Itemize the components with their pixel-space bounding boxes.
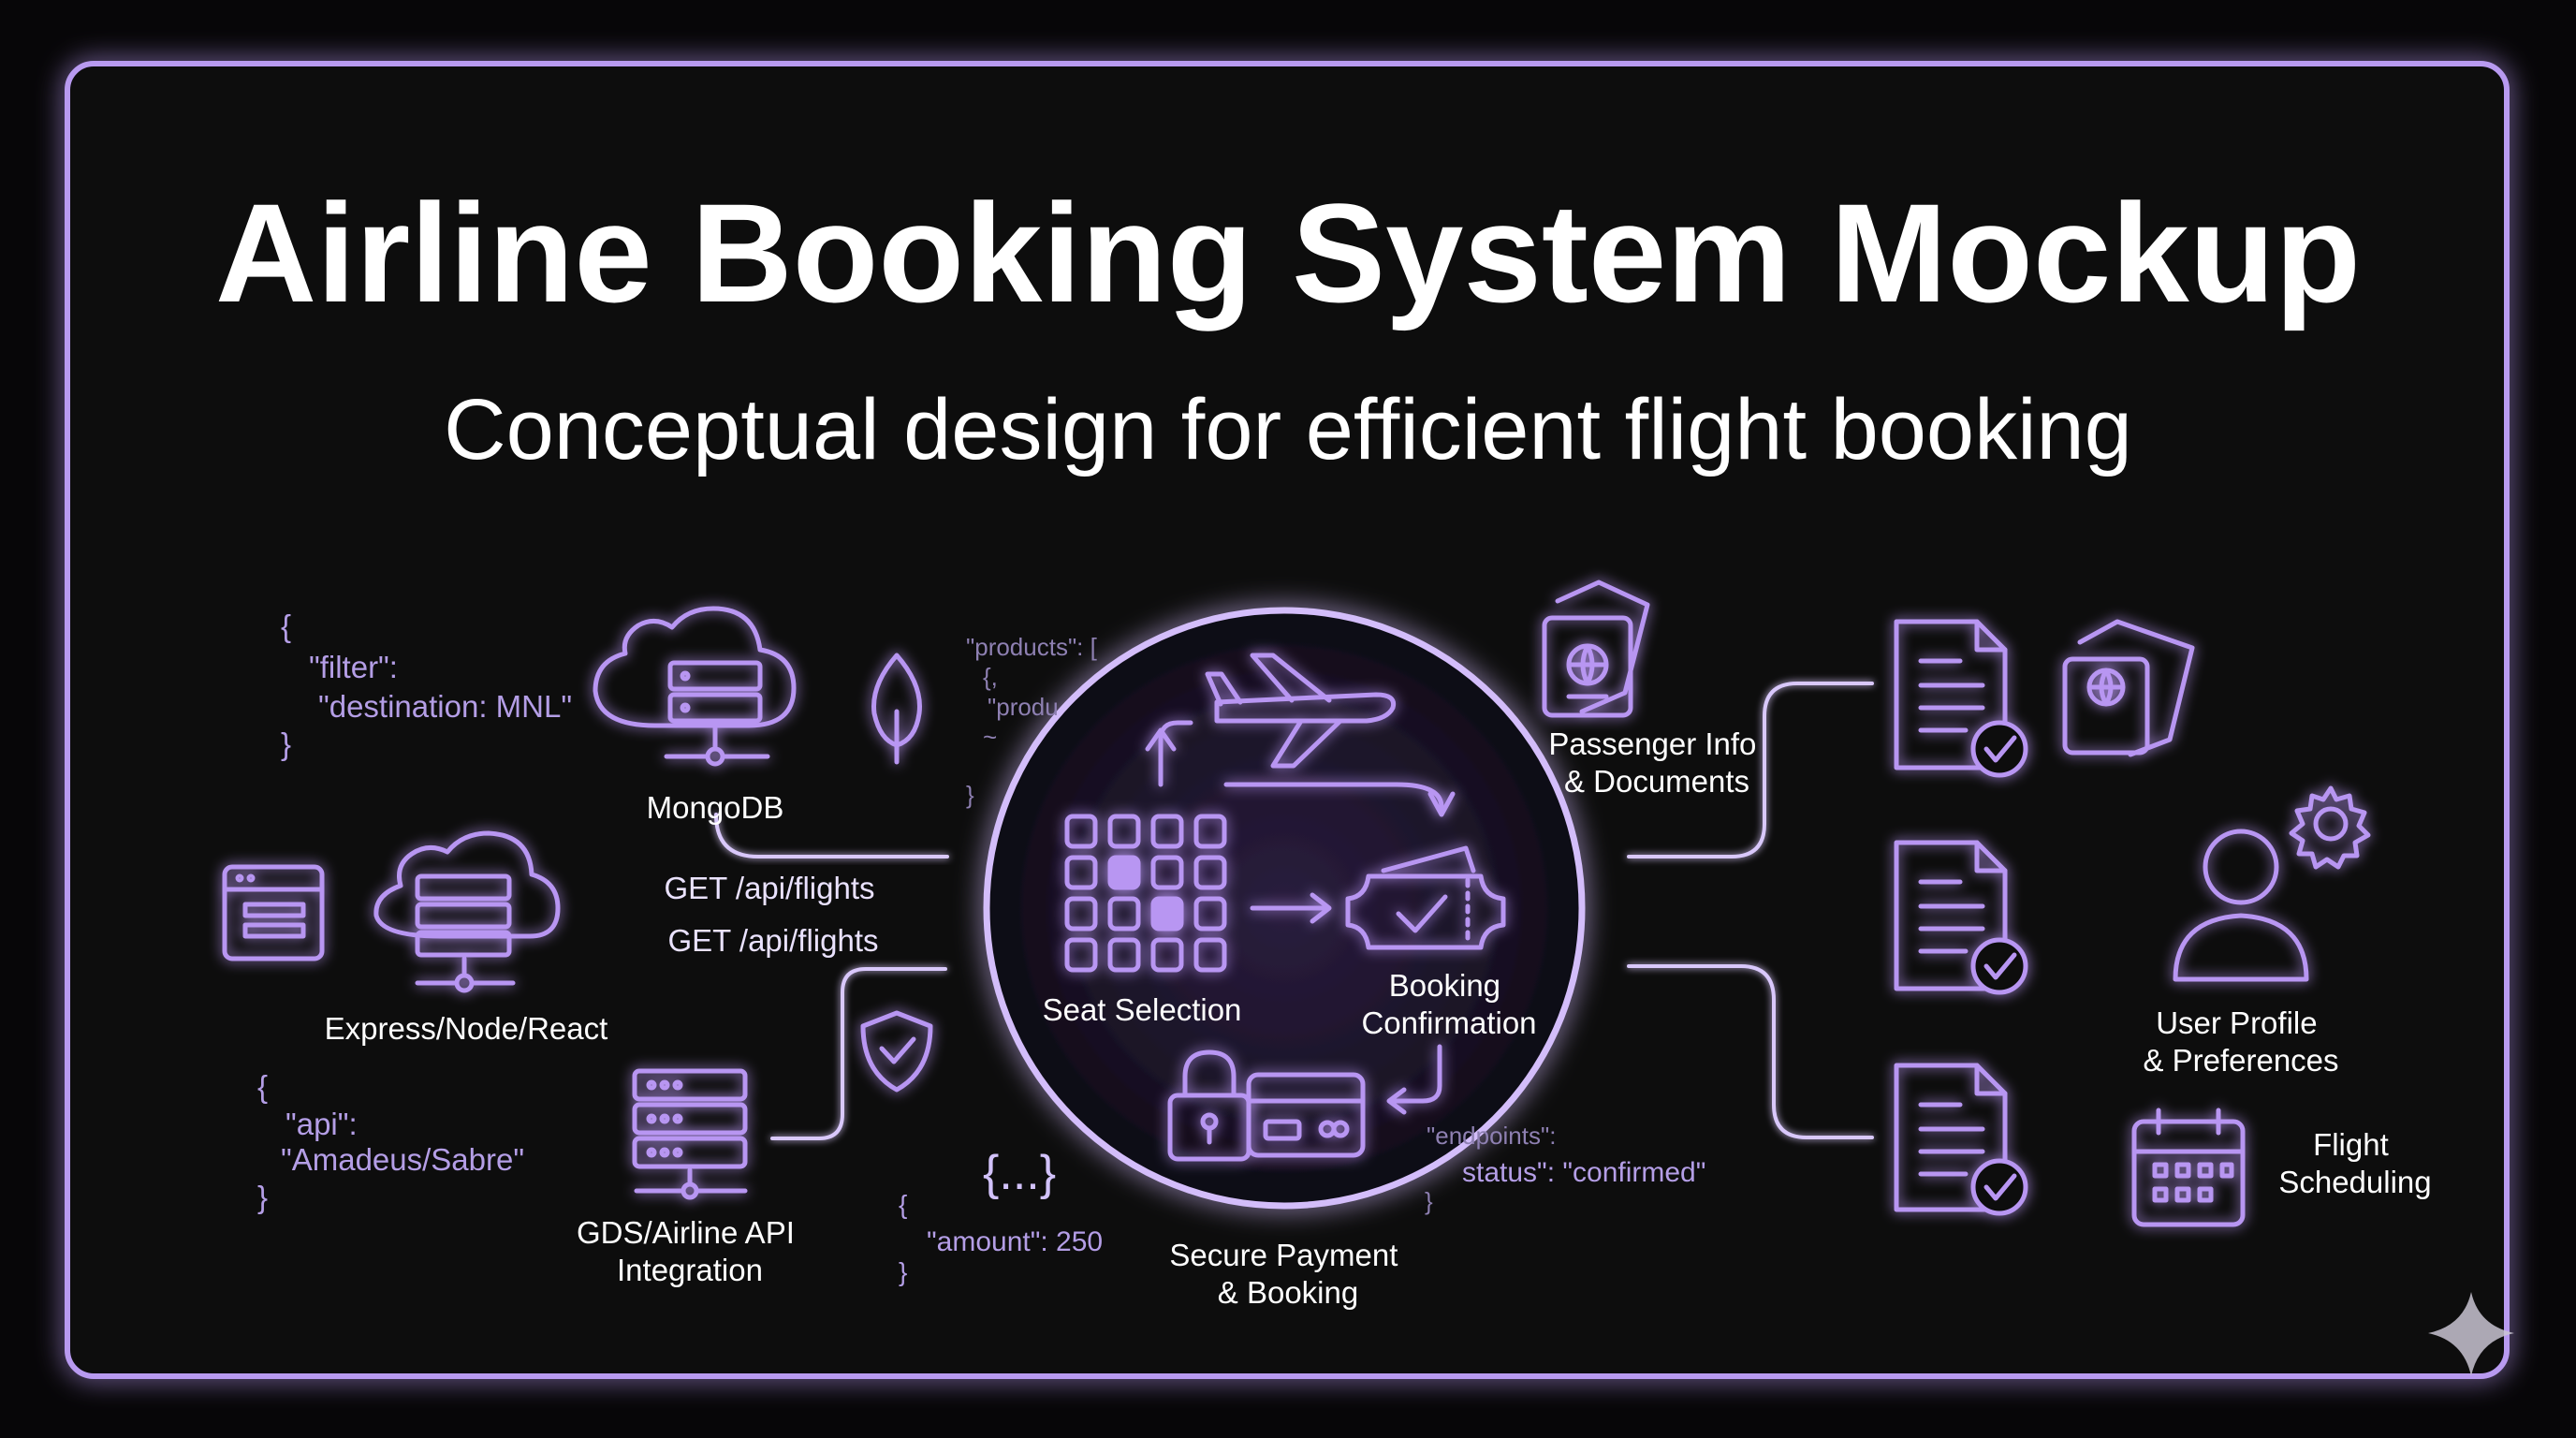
document-check-icon-bottom (1894, 1063, 2028, 1216)
seat (1107, 855, 1141, 890)
user-profile-label: User Profile & Preferences (2143, 1005, 2338, 1078)
svg-text:"destination: MNL": "destination: MNL" (318, 689, 572, 724)
seat (1107, 937, 1141, 973)
svg-text:"products": [: "products": [ (966, 633, 1098, 661)
svg-text:}: } (899, 1257, 907, 1286)
user-icon (2173, 829, 2309, 982)
gds-label: GDS/Airline API Integration (577, 1215, 803, 1287)
sparkle-icon (2428, 1292, 2514, 1376)
booking-confirmation-label: Booking Confirmation (1361, 968, 1536, 1040)
svg-text:"amount": 250: "amount": 250 (927, 1226, 1103, 1257)
svg-text:{,: {, (983, 663, 998, 691)
seat (1193, 814, 1227, 849)
code-filter: { "filter": "destination: MNL" } (281, 609, 572, 761)
code-api: { "api": "Amadeus/Sabre" } (257, 1069, 524, 1214)
passport-ticket-icon (2062, 619, 2195, 757)
connector-lines (564, 682, 2155, 1140)
seat (1107, 896, 1141, 932)
document-check-icon-middle (1894, 840, 2028, 995)
seat (1064, 855, 1098, 890)
seat (1150, 937, 1184, 973)
seat (1150, 814, 1184, 849)
seat (1064, 896, 1098, 932)
seat (1064, 937, 1098, 973)
svg-text:"endpoints":: "endpoints": (1427, 1122, 1556, 1150)
secure-payment-label: Secure Payment & Booking (1169, 1238, 1406, 1310)
flow-arrows (1145, 720, 1456, 1115)
seat (1193, 896, 1227, 932)
svg-text:~: ~ (983, 723, 997, 751)
svg-text:{: { (281, 609, 291, 643)
api-label-1: GET /api/flights (665, 871, 875, 905)
calendar-icon (2131, 1108, 2246, 1227)
page-title: Airline Booking System Mockup (215, 174, 2361, 331)
seat-grid-icon (1064, 814, 1227, 973)
code-amount: {...} { "amount": 250 } (899, 1146, 1103, 1286)
passport-icon (1542, 580, 1650, 718)
svg-text:{...}: {...} (983, 1146, 1056, 1200)
flight-scheduling-label: Flight Scheduling (2278, 1127, 2431, 1199)
svg-text:{: { (899, 1190, 907, 1219)
mongodb-label: MongoDB (647, 790, 784, 825)
svg-text:}: } (281, 726, 291, 761)
server-rack-icon (632, 1068, 748, 1200)
seat-selection-label: Seat Selection (1043, 992, 1242, 1027)
seat (1193, 855, 1227, 890)
svg-text:}: } (1425, 1187, 1433, 1215)
seat (1107, 814, 1141, 849)
leaf-icon (871, 653, 922, 765)
express-label: Express/Node/React (325, 1011, 608, 1046)
api-label-2: GET /api/flights (668, 923, 879, 958)
airplane-icon (1205, 653, 1397, 769)
code-endpoints: "endpoints": status": "confirmed" } (1425, 1122, 1705, 1215)
browser-window-icon (222, 864, 325, 961)
svg-text:}: } (966, 781, 974, 809)
svg-text:{: { (257, 1069, 268, 1104)
shield-check-icon (860, 1010, 933, 1093)
svg-text:}: } (257, 1180, 268, 1214)
svg-text:status": "confirmed": status": "confirmed" (1462, 1157, 1705, 1188)
seat (1150, 855, 1184, 890)
seat (1064, 814, 1098, 849)
svg-text:"api":: "api": (285, 1107, 358, 1141)
gear-icon (2289, 785, 2371, 870)
cloud-database-icon (593, 606, 797, 767)
seat (1193, 937, 1227, 973)
passenger-info-label: Passenger Info & Documents (1548, 726, 1764, 799)
page-subtitle: Conceptual design for efficient flight b… (444, 382, 2132, 477)
cloud-server-icon (373, 830, 561, 993)
code-products: "products": [ {, "produ ~ } (966, 633, 1098, 809)
document-check-icon-top (1894, 619, 2028, 778)
svg-text:"Amadeus/Sabre": "Amadeus/Sabre" (281, 1142, 524, 1177)
svg-text:"produ: "produ (988, 693, 1059, 721)
credit-card-icon (1246, 1072, 1366, 1158)
seat (1150, 896, 1184, 932)
ticket-icon (1345, 845, 1506, 950)
svg-text:"filter":: "filter": (309, 650, 398, 684)
